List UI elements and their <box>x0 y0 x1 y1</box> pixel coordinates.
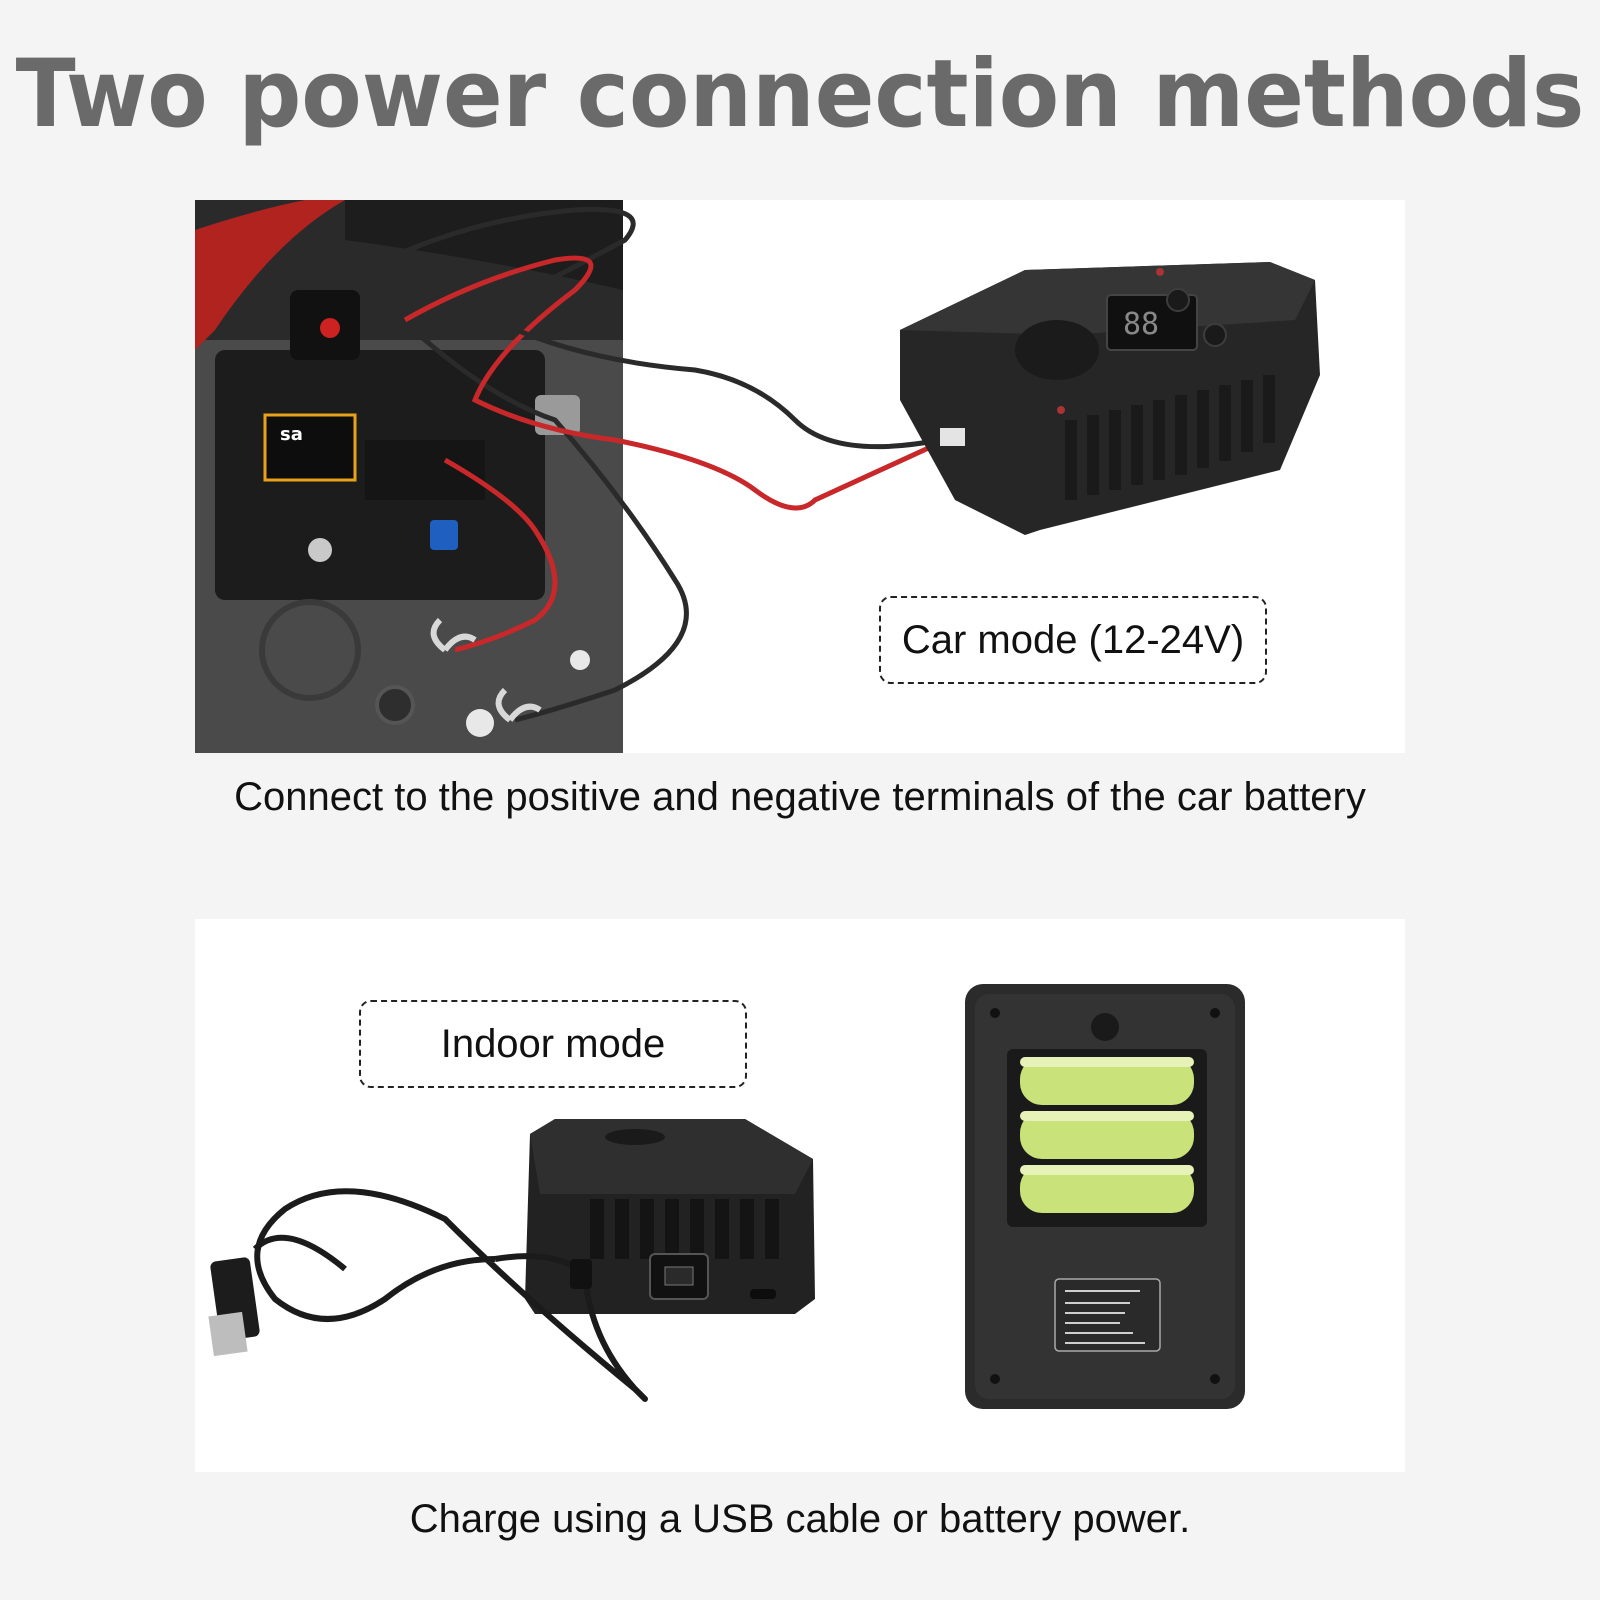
car-mode-panel: sa 88 <box>195 200 1405 753</box>
indoor-charging-illustration <box>208 984 1245 1409</box>
svg-text:88: 88 <box>1123 307 1159 342</box>
page-title: Two power connection methods <box>15 38 1585 149</box>
car-mode-caption: Connect to the positive and negative ter… <box>234 775 1366 819</box>
indoor-mode-caption: Charge using a USB cable or battery powe… <box>409 1497 1191 1541</box>
indoor-mode-label: Indoor mode <box>359 1000 747 1088</box>
svg-text:sa: sa <box>280 424 303 445</box>
car-mode-label: Car mode (12-24V) <box>879 596 1267 684</box>
car-battery-illustration: sa 88 <box>195 200 1320 753</box>
